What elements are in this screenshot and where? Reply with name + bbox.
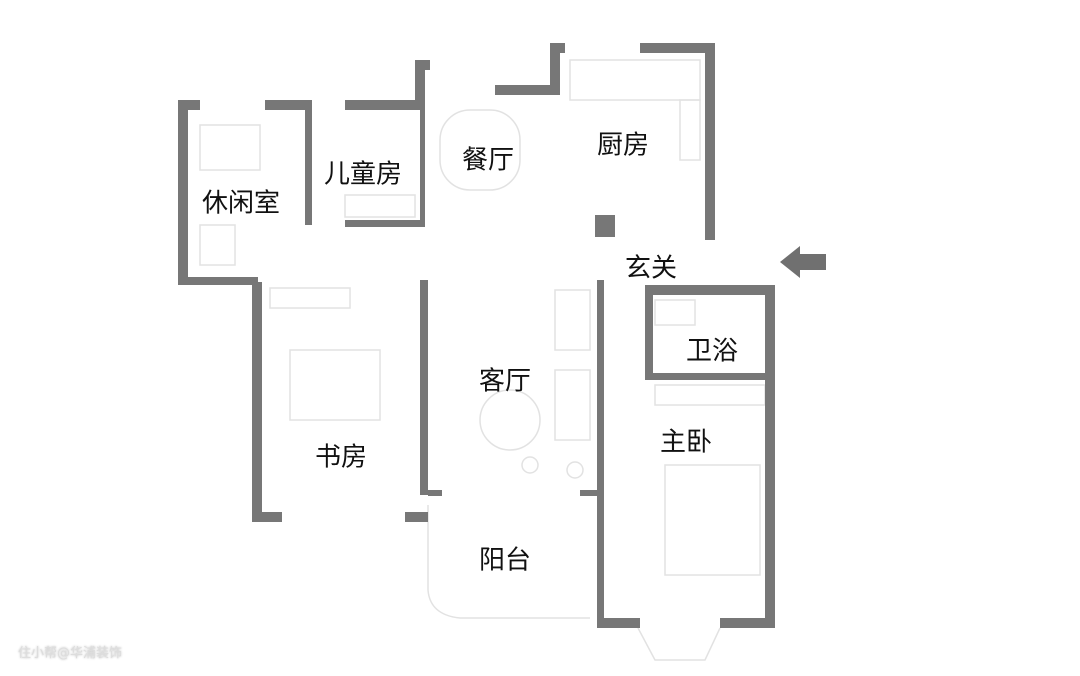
room-label-study: 书房	[314, 442, 368, 473]
watermark: 住小帮@华浦装饰	[18, 646, 123, 661]
walls	[178, 43, 775, 628]
room-label-dining: 餐厅	[461, 145, 515, 176]
entrance-arrow-icon	[780, 246, 826, 278]
room-label-balcony: 阳台	[478, 545, 532, 576]
room-label-kitchen: 厨房	[596, 130, 650, 161]
room-label-leisure: 休闲室	[201, 188, 281, 219]
room-label-master: 主卧	[659, 427, 713, 458]
furniture-outlines	[199, 59, 766, 661]
room-label-entrance: 玄关	[624, 253, 678, 284]
room-label-living: 客厅	[478, 366, 532, 397]
room-label-children: 儿童房	[323, 159, 403, 190]
room-label-bathroom: 卫浴	[685, 336, 739, 367]
